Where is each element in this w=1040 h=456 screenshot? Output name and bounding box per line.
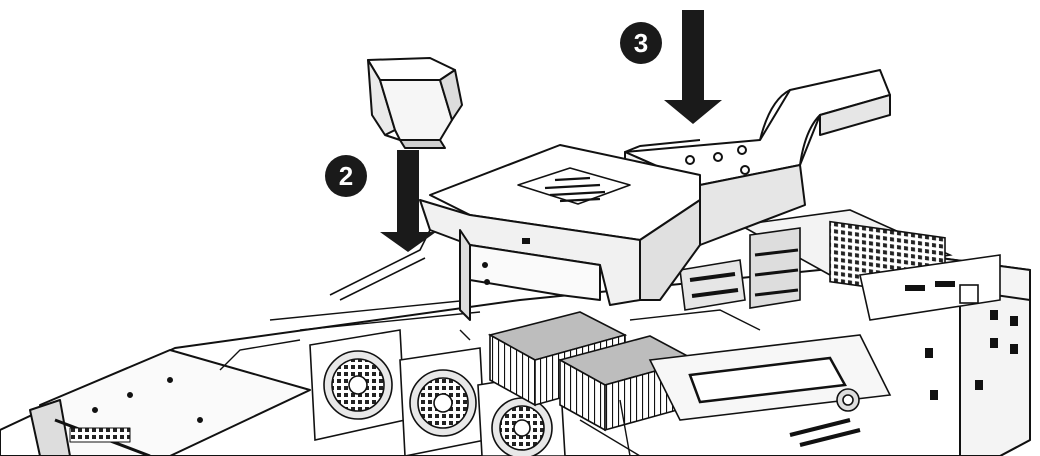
fan-icon	[309, 329, 406, 441]
fan-icon	[399, 347, 486, 456]
down-arrow-icon	[380, 150, 436, 252]
step-callout-label: 3	[634, 28, 648, 58]
label-text-lines	[544, 176, 606, 203]
down-arrow-icon	[664, 10, 722, 124]
expansion-slots	[648, 209, 1001, 447]
step-callout-2: 2	[325, 155, 367, 197]
motherboard-lines	[219, 299, 761, 456]
step-callout-label: 2	[339, 161, 353, 191]
small-air-shroud	[367, 57, 463, 149]
fan-row	[309, 329, 566, 456]
step-callout-3: 3	[620, 22, 662, 64]
main-air-shroud	[329, 144, 701, 321]
